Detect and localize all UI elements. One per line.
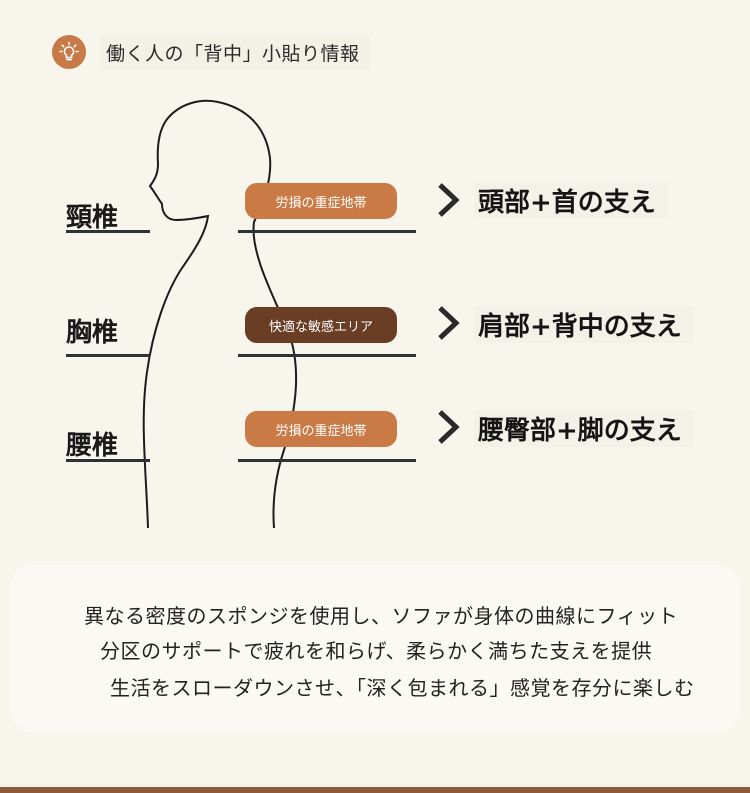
human-silhouette <box>142 99 298 529</box>
support-text: 頭部+首の支え <box>474 182 668 219</box>
spine-label-thoracic: 胸椎 <box>66 318 119 348</box>
lightbulb-icon <box>52 35 86 69</box>
zone-pill: 労損の重症地帯 <box>245 411 397 447</box>
chevron-right-icon <box>436 305 462 341</box>
spine-label-cervical: 頸椎 <box>66 203 119 233</box>
chevron-right-icon <box>436 182 462 218</box>
zone-pill: 労損の重症地帯 <box>245 183 397 219</box>
support-text: 腰臀部+脚の支え <box>474 410 694 447</box>
description-line: 生活をスローダウンさせ、「深く包まれる」感覚を存分に楽しむ <box>110 676 695 700</box>
divider-line <box>66 354 150 357</box>
divider-line <box>238 230 416 233</box>
bottom-divider <box>0 787 750 793</box>
description-line: 分区のサポートで疲れを和らげ、柔らかく満ちた支えを提供 <box>100 639 653 663</box>
chevron-right-icon <box>436 409 462 445</box>
support-text: 肩部+背中の支え <box>474 306 694 343</box>
zone-pill: 快適な敏感エリア <box>245 307 397 343</box>
divider-line <box>66 459 150 462</box>
description-card: 異なる密度のスポンジを使用し、ソファが身体の曲線にフィット 分区のサポートで疲れ… <box>10 565 740 732</box>
tip-header: 働く人の「背中」小貼り情報 <box>52 32 370 72</box>
header-title: 働く人の「背中」小貼り情報 <box>100 34 370 70</box>
description-line: 異なる密度のスポンジを使用し、ソファが身体の曲線にフィット <box>84 604 679 628</box>
divider-line <box>238 459 416 462</box>
spine-label-lumbar: 腰椎 <box>66 431 119 461</box>
divider-line <box>66 230 150 233</box>
divider-line <box>238 354 416 357</box>
